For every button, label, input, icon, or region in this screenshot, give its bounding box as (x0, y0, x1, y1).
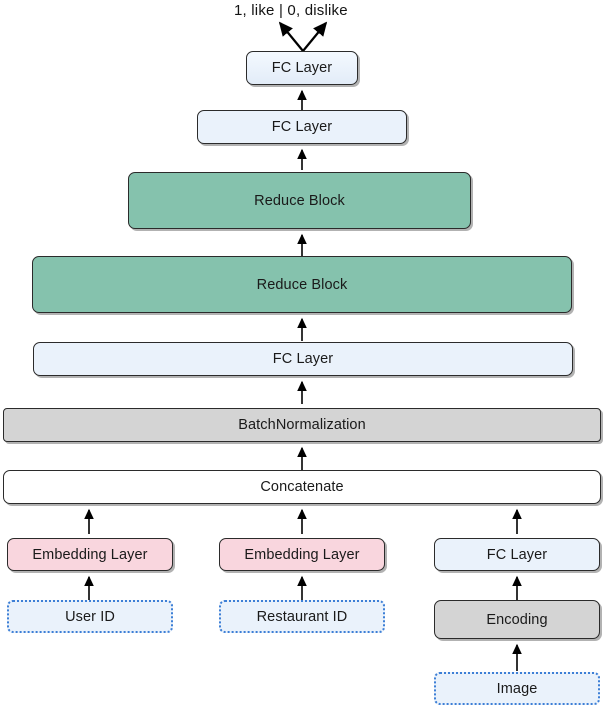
arrow-concatenate-to-batchnorm (296, 442, 308, 470)
arrow-encoding-to-fc-image (511, 571, 523, 600)
arrow-image-to-encoding (511, 639, 523, 671)
node-input-user-id[interactable]: User ID (7, 600, 173, 633)
node-reduce-block-upper[interactable]: Reduce Block (128, 172, 471, 229)
node-encoding[interactable]: Encoding (434, 600, 600, 639)
node-batch-normalization[interactable]: BatchNormalization (3, 408, 601, 442)
node-input-restaurant-id[interactable]: Restaurant ID (219, 600, 385, 633)
arrow-reduce-lower-to-upper (296, 229, 308, 257)
node-concatenate[interactable]: Concatenate (3, 470, 601, 504)
output-arrows (274, 20, 332, 52)
arrow-embedding-user-to-concatenate (83, 504, 95, 534)
node-reduce-block-lower[interactable]: Reduce Block (32, 256, 572, 313)
arrow-user-id-to-embedding (83, 571, 95, 600)
node-embedding-layer-user[interactable]: Embedding Layer (7, 538, 173, 571)
node-fc-layer-image[interactable]: FC Layer (434, 538, 600, 571)
node-input-image[interactable]: Image (434, 672, 600, 705)
node-fc-layer-top[interactable]: FC Layer (246, 51, 358, 85)
node-fc-layer-second[interactable]: FC Layer (197, 110, 407, 144)
arrow-fc-image-to-concatenate (511, 504, 523, 534)
node-fc-layer-wide[interactable]: FC Layer (33, 342, 573, 376)
node-embedding-layer-restaurant[interactable]: Embedding Layer (219, 538, 385, 571)
arrow-fc-second-to-fc-top (296, 85, 308, 111)
arrow-embedding-restaurant-to-concatenate (296, 504, 308, 534)
arrow-batchnorm-to-fc-wide (296, 376, 308, 404)
arrow-reduce-upper-to-fc-second (296, 144, 308, 170)
output-label: 1, like | 0, dislike (234, 2, 348, 19)
arrow-fc-wide-to-reduce-lower (296, 313, 308, 341)
arrow-restaurant-id-to-embedding (296, 571, 308, 600)
